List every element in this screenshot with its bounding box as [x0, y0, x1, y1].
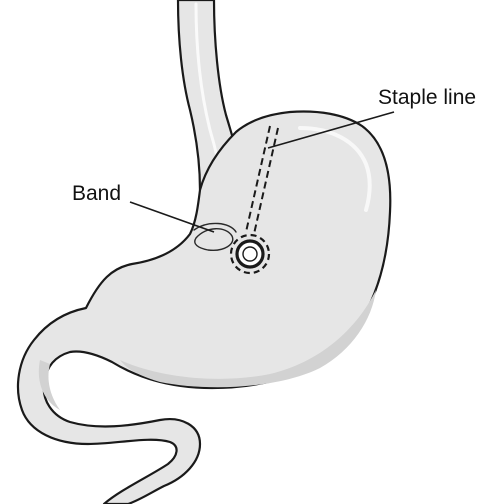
band-label: Band [72, 182, 121, 205]
staple-line-label: Staple line [378, 86, 476, 109]
band-port-hole [243, 247, 257, 261]
